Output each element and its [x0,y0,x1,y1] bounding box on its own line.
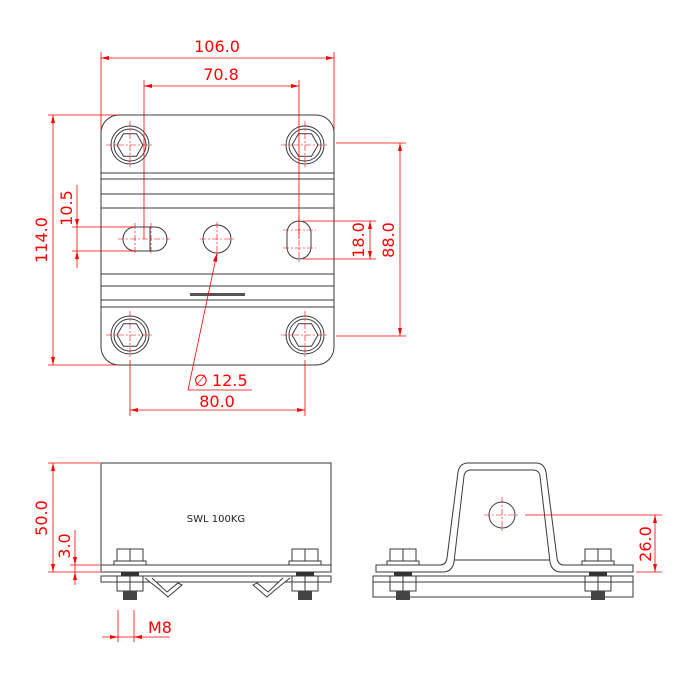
dim-overall-width: 106.0 [194,37,240,56]
front-view: SWL 100KG [100,462,332,601]
bolt-icon [105,310,155,360]
dim-slot-width: 10.5 [57,190,76,226]
bolt-icon [291,571,319,601]
bolt-icon [584,571,612,601]
dim-hole-diameter: 12.5 [212,371,248,390]
bolt-icon [280,120,330,170]
dim-slot-length: 18.0 [349,222,368,258]
dim-plate-thickness: 3.0 [55,533,74,558]
side-view [372,462,634,601]
top-view-dimensions: 106.0 70.8 114.0 10.5 18.0 88.0 [32,37,406,416]
clip-right [252,577,291,598]
bolt-icon [105,120,155,170]
dim-overall-height: 114.0 [32,217,51,263]
dim-slot-spacing: 70.8 [203,65,239,84]
dim-hole-diameter-symbol: ∅ [194,371,208,390]
dim-side-height: 50.0 [32,500,51,536]
dim-bolt-vertical-spacing: 88.0 [379,222,398,258]
dim-bolt-horizontal-spacing: 80.0 [199,392,235,411]
bolt-icon [280,310,330,360]
plate-grooves [101,172,334,308]
dim-hole-height: 26.0 [636,526,655,562]
side-view-dimensions: 26.0 [525,514,662,573]
clip-left [144,577,183,598]
bracket-profile [375,462,634,573]
base-plate-outline [100,114,335,366]
swl-label: SWL 100KG [187,514,245,525]
swl-marking [190,293,245,296]
dim-bolt-size: M8 [148,618,172,637]
bolt-icon [389,571,417,601]
front-view-dimensions: 50.0 3.0 M8 [32,462,172,642]
bolt-icon [116,571,144,601]
